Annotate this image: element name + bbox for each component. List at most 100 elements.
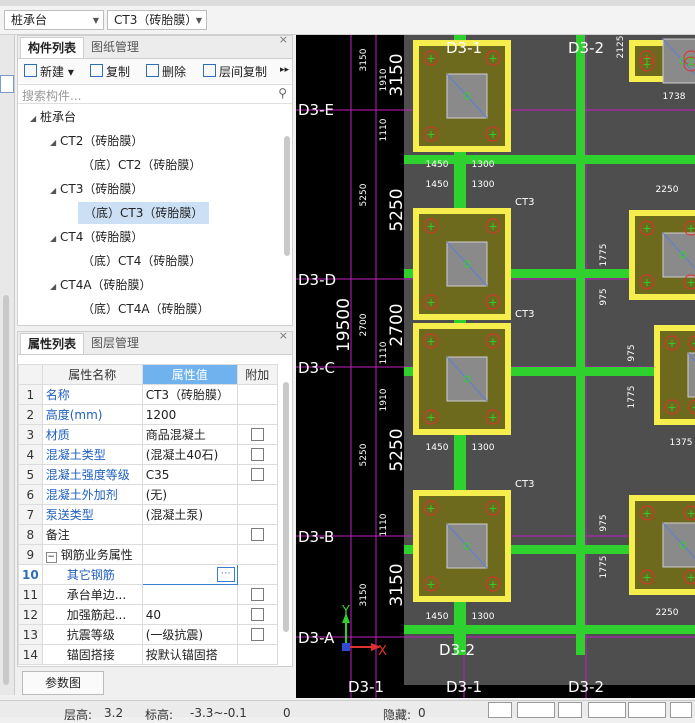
checkbox[interactable]	[250, 607, 264, 621]
pile-plus: +	[488, 502, 497, 515]
search-icon[interactable]: ⚲	[278, 86, 287, 100]
type-select[interactable]: 桩承台 ▼	[4, 10, 104, 30]
more-icon[interactable]: ▸▸	[280, 65, 290, 75]
extra-cell	[236, 384, 278, 405]
tab-drawing-management[interactable]: 图纸管理	[91, 40, 140, 54]
property-name-text: 高度(mm)	[45, 408, 103, 422]
expand-icon[interactable]: ◢	[50, 138, 57, 147]
column-header-name: 属性名称	[41, 364, 143, 385]
property-value-text: (一级抗震)	[145, 628, 204, 642]
property-name-text: 混凝土强度等级	[45, 468, 130, 482]
tree-scrollbar[interactable]	[284, 136, 290, 256]
property-value[interactable]: 按默认锚固搭	[141, 644, 238, 665]
small-dimension: 975	[627, 344, 637, 361]
checkbox[interactable]	[250, 467, 264, 481]
property-name-text: 名称	[45, 388, 70, 402]
ellipsis-button[interactable]: ⋯	[216, 567, 235, 582]
close-icon[interactable]: ×	[278, 33, 288, 46]
tree-node[interactable]: （底）CT2（砖胎膜）	[82, 154, 201, 176]
expand-icon[interactable]: ◢	[50, 282, 57, 291]
checkbox[interactable]	[250, 627, 264, 641]
expand-icon[interactable]: ◢	[30, 114, 37, 123]
checkbox[interactable]	[250, 587, 264, 601]
property-value[interactable]: C35	[141, 464, 238, 485]
search-input[interactable]: 搜索构件... ⚲	[18, 84, 292, 104]
property-value[interactable]: 40	[141, 604, 238, 625]
property-value[interactable]: ⋯	[141, 564, 238, 585]
close-icon[interactable]: ×	[278, 331, 288, 342]
tab-layer-management[interactable]: 图层管理	[91, 336, 140, 350]
property-row[interactable]: 9−钢筋业务属性	[18, 544, 278, 565]
tree-node-selected[interactable]: （底）CT3（砖胎膜）	[78, 202, 210, 224]
pile-plus: +	[426, 220, 435, 233]
tab-property-list[interactable]: 属性列表	[20, 333, 85, 354]
pile-circle	[683, 220, 695, 236]
delete-button[interactable]: 删除	[146, 63, 186, 80]
extra-cell	[236, 404, 278, 425]
expand-icon[interactable]: ◢	[50, 186, 57, 195]
new-button[interactable]: 新建 ▾	[24, 63, 74, 80]
parameter-diagram-button[interactable]: 参数图	[22, 671, 104, 695]
property-value[interactable]: (混凝土40石)	[141, 444, 238, 465]
tree-node-label: CT3（砖胎膜）	[60, 182, 144, 196]
small-dimension: 1300	[472, 612, 495, 622]
tree-node[interactable]: （底）CT4A（砖胎膜）	[82, 298, 210, 320]
expand-icon[interactable]: ◢	[50, 234, 57, 243]
pile-diagonal	[446, 523, 488, 569]
drawing-canvas[interactable]: ++++++++++++++++++++++++++++++++ 3150 52…	[296, 35, 695, 698]
checkbox[interactable]	[250, 447, 264, 461]
checkbox[interactable]	[250, 527, 264, 541]
tree-node[interactable]: （底）CT4（砖胎膜）	[82, 250, 201, 272]
cad-drawing[interactable]: ++++++++++++++++++++++++++++++++ 3150 52…	[296, 35, 695, 698]
small-dimension: 1775	[599, 244, 609, 267]
checkbox[interactable]	[250, 427, 264, 441]
tree-node[interactable]: ◢CT2（砖胎膜）	[50, 130, 143, 152]
tree-node[interactable]: ◢桩承台	[30, 106, 76, 128]
property-value[interactable]: (一级抗震)	[141, 624, 238, 645]
property-value[interactable]: 商品混凝土	[141, 424, 238, 445]
property-name-text: 材质	[45, 428, 70, 442]
property-value[interactable]: 1200	[141, 404, 238, 425]
pile-circle	[639, 505, 655, 521]
property-value[interactable]: CT3（砖胎膜）	[141, 384, 238, 405]
property-scrollbar[interactable]	[283, 382, 289, 632]
row-number: 11	[18, 584, 43, 605]
collapse-icon[interactable]: −	[45, 552, 57, 563]
property-value[interactable]	[141, 524, 238, 545]
component-select[interactable]: CT3（砖胎膜） ▼	[107, 10, 207, 30]
tree-node[interactable]: ◢CT4（砖胎膜）	[50, 226, 143, 248]
cap-label: CT3	[515, 197, 534, 208]
small-dimension: 975	[599, 288, 609, 305]
row-number: 13	[18, 624, 43, 645]
copy-button[interactable]: 复制	[90, 63, 130, 80]
tree-node[interactable]: ◢CT3（砖胎膜）	[50, 178, 143, 200]
panel-toggle-icon[interactable]	[0, 75, 14, 93]
property-value[interactable]	[141, 544, 238, 565]
property-value[interactable]: (混凝土泵)	[141, 504, 238, 525]
property-name: 加强筋起...	[41, 604, 143, 625]
property-value[interactable]: (无)	[141, 484, 238, 505]
tab-component-list[interactable]: 构件列表	[20, 37, 85, 58]
left-dock-strip	[0, 35, 15, 695]
floor-copy-button[interactable]: 层间复制	[203, 63, 267, 80]
property-value[interactable]	[141, 584, 238, 605]
tree-node[interactable]: ◢CT4A（砖胎膜）	[50, 274, 152, 296]
property-value-text: 按默认锚固搭	[145, 648, 218, 662]
left-scrollbar[interactable]	[3, 295, 9, 685]
pile-circle	[423, 294, 439, 310]
